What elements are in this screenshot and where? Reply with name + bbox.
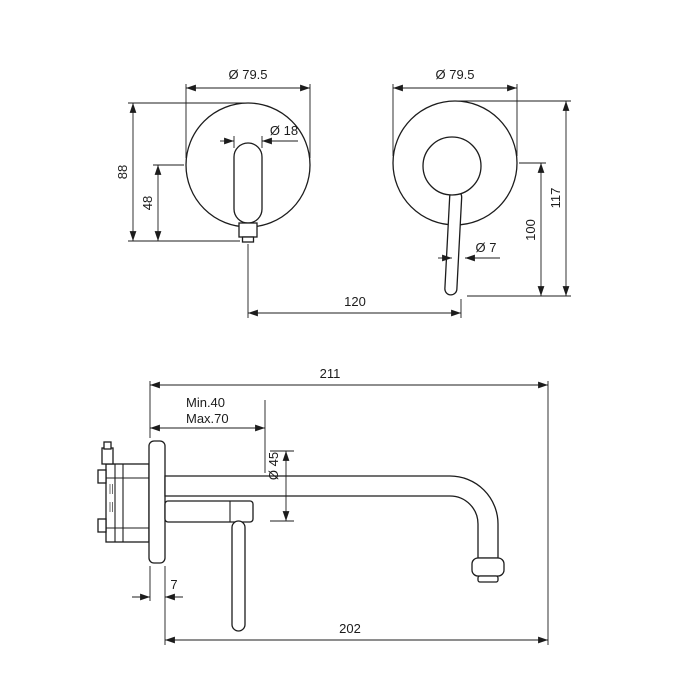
handle-rod-side <box>231 520 246 632</box>
dim-spacing-group: 120 <box>247 244 462 318</box>
spout-aerator <box>471 557 505 577</box>
in-wall-body <box>105 463 150 543</box>
dim-escutcheon-diameter: Ø 45 <box>266 452 281 480</box>
body-screw-head <box>103 441 112 450</box>
spout-nozzle-tip <box>241 236 255 243</box>
dim-spout-projection: 202 <box>339 621 361 636</box>
dim-lever-drop: 100 <box>523 219 538 241</box>
dim-left-plate-diameter: Ø 79.5 <box>228 67 267 82</box>
dim-left-spout-drop: 48 <box>140 196 155 210</box>
handle-boss-side <box>164 500 254 523</box>
handle-boss-circle <box>422 136 482 196</box>
view-side: 211 Min.40 Max.70 Ø 45 7 202 <box>97 366 549 645</box>
view-front-spout: Ø 79.5 Ø 18 88 48 <box>115 67 311 243</box>
dim-plate-thickness: 7 <box>170 577 177 592</box>
wall-plate-edge <box>148 440 166 564</box>
dim-center-distance: 120 <box>344 294 366 309</box>
body-certification-marks <box>109 484 113 512</box>
spout-aerator-tip <box>477 575 499 583</box>
body-screw <box>101 447 114 465</box>
dim-rough-in-max: Max.70 <box>186 411 229 426</box>
spout-body-front <box>233 142 263 224</box>
dim-right-plate-diameter: Ø 79.5 <box>435 67 474 82</box>
dim-left-overall-height: 88 <box>115 165 130 179</box>
dim-lever-rod-diameter: Ø 7 <box>476 240 497 255</box>
dim-rough-in-min: Min.40 <box>186 395 225 410</box>
dim-total-projection: 211 <box>320 366 341 381</box>
spout-side-profile <box>164 475 499 559</box>
body-lug <box>97 518 107 533</box>
view-front-handle: Ø 79.5 Ø 7 100 117 <box>392 67 571 297</box>
dim-right-overall-height: 117 <box>548 188 563 209</box>
dim-spout-tip-diameter: Ø 18 <box>270 123 298 138</box>
body-lug <box>97 469 107 484</box>
spout-nozzle <box>238 222 258 238</box>
